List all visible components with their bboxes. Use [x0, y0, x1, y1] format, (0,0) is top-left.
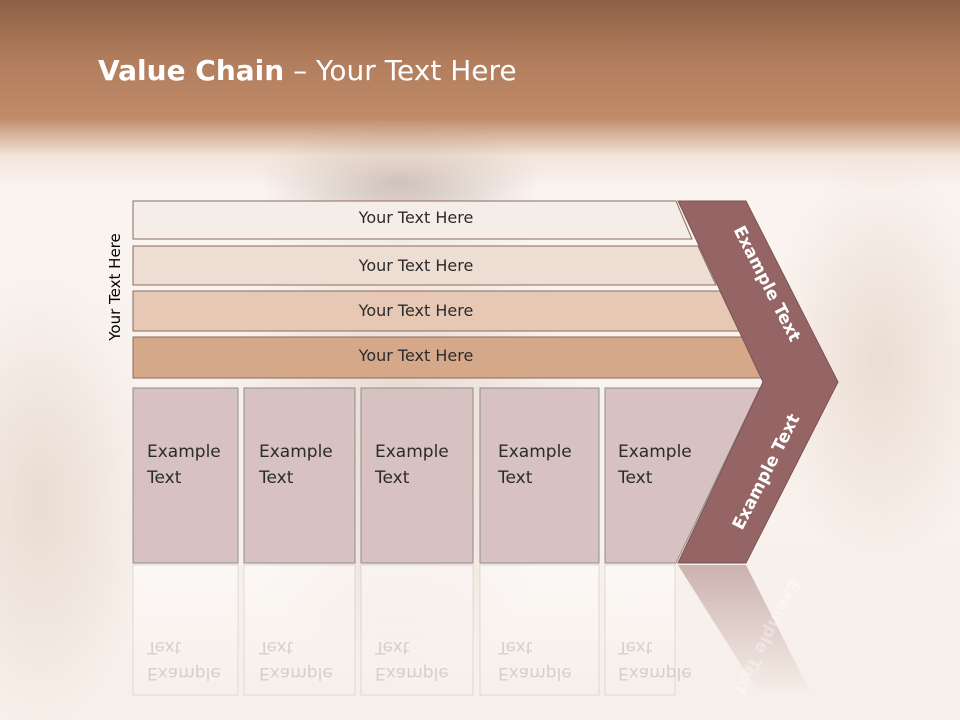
box-5-line-2: Text — [618, 468, 653, 488]
box-1-reflection-label: Example Text — [147, 634, 221, 686]
box-1 — [132, 387, 239, 564]
bar-2-label: Your Text Here — [358, 256, 474, 275]
box-4-line-1: Example — [498, 442, 572, 462]
box-3-reflection-line-1: Example — [375, 663, 449, 683]
box-4-reflection-line-2: Text — [498, 637, 533, 657]
title-rest: – Your Text Here — [284, 54, 517, 87]
box-3-reflection-line-2: Text — [375, 637, 410, 657]
bar-2 — [132, 245, 717, 286]
box-4-reflection-label: Example Text — [498, 634, 572, 686]
box-1-reflection — [132, 564, 239, 696]
chevron-arrow-reflection — [678, 565, 812, 695]
bar-1 — [132, 200, 693, 240]
box-1-line-1: Example — [147, 442, 221, 462]
box-2 — [243, 387, 356, 564]
box-4-line-2: Text — [498, 468, 533, 488]
box-4-reflection-line-1: Example — [498, 663, 572, 683]
box-5-reflection — [604, 564, 676, 696]
box-3-reflection-label: Example Text — [375, 634, 449, 686]
box-2-line-1: Example — [259, 442, 333, 462]
bar-1-label: Your Text Here — [358, 208, 474, 227]
slide-title: Value Chain – Your Text Here — [98, 54, 517, 87]
box-5 — [604, 387, 761, 564]
header-band — [0, 0, 960, 190]
box-2-line-2: Text — [259, 468, 294, 488]
chevron-arrow — [677, 200, 839, 564]
box-3-line-1: Example — [375, 442, 449, 462]
box-3-reflection — [360, 564, 474, 696]
title-bold: Value Chain — [98, 54, 285, 87]
box-1-line-2: Text — [147, 468, 182, 488]
box-2-reflection — [243, 564, 356, 696]
box-5-reflection-line-1: Example — [618, 663, 692, 683]
box-2-reflection-line-2: Text — [259, 637, 294, 657]
bar-3-label: Your Text Here — [358, 301, 474, 320]
box-3 — [360, 387, 474, 564]
bar-4-label: Your Text Here — [358, 346, 474, 365]
box-5-line-1: Example — [618, 442, 692, 462]
box-4-reflection — [479, 564, 600, 696]
box-5-reflection-line-2: Text — [618, 637, 653, 657]
box-4 — [479, 387, 600, 564]
box-2-reflection-label: Example Text — [259, 634, 333, 686]
box-1-reflection-line-1: Example — [147, 663, 221, 683]
box-3-line-2: Text — [375, 468, 410, 488]
box-5-reflection-label: Example Text — [618, 634, 692, 686]
box-2-reflection-line-1: Example — [259, 663, 333, 683]
box-1-reflection-line-2: Text — [147, 637, 182, 657]
